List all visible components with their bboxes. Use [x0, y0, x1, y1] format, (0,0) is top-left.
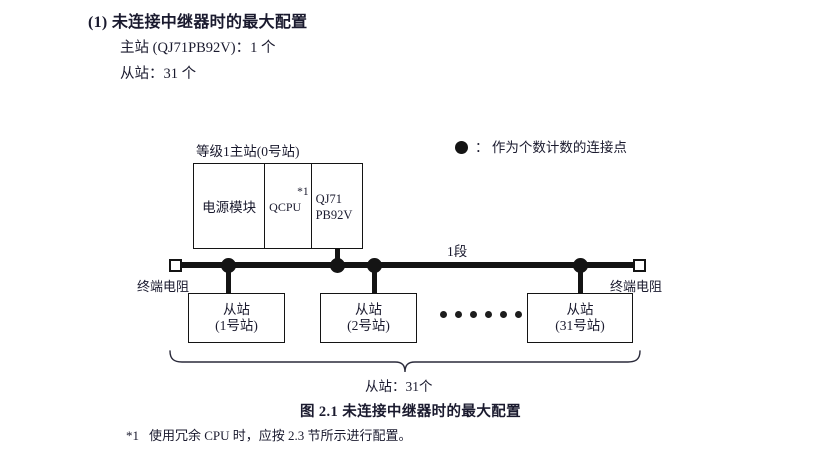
connection-point-slave-31	[573, 258, 588, 273]
master-station-caption: 等级1主站(0号站)	[196, 144, 300, 159]
slave-group-brace-label: 从站：31个	[365, 379, 433, 394]
profibus-master-module: QJ71 PB92V	[312, 164, 362, 248]
slave-group-brace	[168, 350, 642, 379]
footnote-text: 使用冗余 CPU 时，应按 2.3 节所示进行配置。	[149, 428, 412, 443]
footnote-mark: *1	[126, 428, 139, 443]
connection-point-slave-1	[221, 258, 236, 273]
section-heading: (1) 未连接中继器时的最大配置	[88, 14, 308, 31]
slave-2-drop-line	[372, 266, 377, 294]
slave-station-31-name: 从站	[566, 301, 594, 317]
slave-station-1: 从站 (1号站)	[188, 293, 285, 343]
spec-master-count: 主站 (QJ71PB92V)：1 个	[120, 40, 276, 56]
footnote-ref-icon: *1	[297, 186, 309, 198]
qcpu-module-label: QCPU	[269, 200, 302, 214]
connection-point-slave-2	[367, 258, 382, 273]
segment-label: 1段	[447, 244, 468, 259]
qcpu-module: QCPU *1	[265, 164, 312, 248]
profibus-bus-line	[176, 262, 640, 268]
filled-circle-icon	[455, 141, 468, 154]
slave-station-2-number: (2号站)	[347, 318, 390, 333]
figure-caption: 图 2.1 未连接中继器时的最大配置	[299, 404, 522, 420]
slave-31-drop-line	[578, 266, 583, 294]
slave-1-drop-line	[226, 266, 231, 294]
terminal-resistor-left-icon	[169, 259, 182, 272]
terminal-resistor-left-label: 终端电阻	[137, 279, 190, 294]
terminal-resistor-right-icon	[633, 259, 646, 272]
slave-station-1-number: (1号站)	[215, 318, 258, 333]
profibus-master-module-label-line2: PB92V	[315, 208, 353, 222]
slave-station-1-name: 从站	[223, 301, 250, 317]
legend: ： 作为个数计数的连接点	[455, 136, 627, 156]
profibus-master-module-label-line1: QJ71	[315, 192, 343, 206]
power-supply-module: 电源模块	[194, 164, 266, 248]
footnote: *1 使用冗余 CPU 时，应按 2.3 节所示进行配置。	[126, 425, 412, 444]
terminal-resistor-right-label: 终端电阻	[610, 279, 663, 294]
connection-point-master	[330, 258, 345, 273]
power-supply-module-label: 电源模块	[202, 200, 257, 215]
master-station-rack: 电源模块 QCPU *1 QJ71 PB92V	[193, 163, 363, 249]
brace-icon	[169, 350, 641, 373]
master-drop-line	[335, 249, 340, 263]
ellipsis-icon	[440, 311, 522, 318]
slave-station-31: 从站 (31号站)	[527, 293, 633, 343]
spec-slave-count: 从站：31 个	[120, 66, 197, 82]
legend-label: ： 作为个数计数的连接点	[475, 140, 627, 155]
slave-station-31-number: (31号站)	[555, 318, 605, 333]
slave-station-2: 从站 (2号站)	[320, 293, 417, 343]
slave-station-2-name: 从站	[355, 301, 382, 317]
